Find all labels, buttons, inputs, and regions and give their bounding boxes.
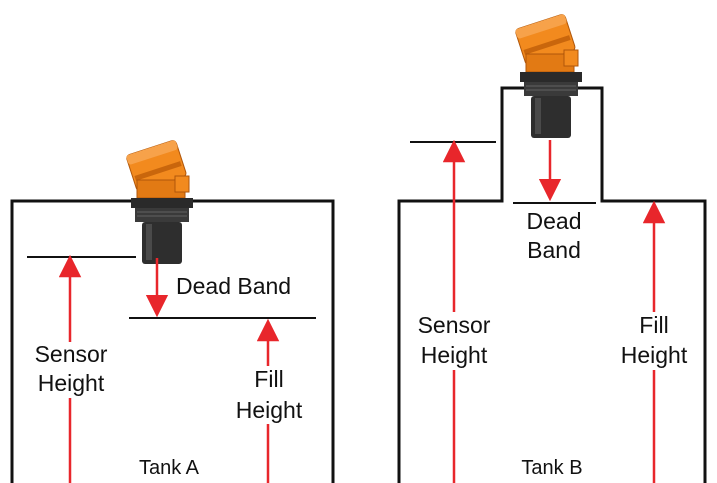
tank-a-dead-band-label: Dead Band bbox=[176, 273, 291, 299]
tank-b: Dead Band Sensor Height Fill Height Tank… bbox=[397, 12, 707, 483]
tank-b-sensor-height-label-line1: Sensor bbox=[418, 312, 491, 338]
tank-b-outline bbox=[397, 86, 707, 483]
tank-b-fill-height-label-line2: Height bbox=[621, 342, 688, 368]
tank-a-fill-height-label-line1: Fill bbox=[254, 366, 283, 392]
tank-b-dead-band-label-line1: Dead bbox=[527, 208, 582, 234]
tank-a-fill-height-label-line2: Height bbox=[236, 397, 303, 423]
tank-a-sensor-height-label-line2: Height bbox=[38, 370, 105, 396]
tank-a-name: Tank A bbox=[139, 457, 200, 479]
tank-b-sensor-icon bbox=[514, 12, 583, 139]
tank-a-sensor-height-label-line1: Sensor bbox=[35, 341, 108, 367]
tank-b-fill-height-label-line1: Fill bbox=[639, 312, 668, 338]
tank-a-sensor-icon bbox=[125, 138, 194, 265]
tank-b-name: Tank B bbox=[521, 457, 582, 479]
tank-b-sensor-height-label-line2: Height bbox=[421, 342, 488, 368]
tank-a: Dead Band Sensor Height Fill Height Tank… bbox=[10, 138, 335, 483]
tank-b-dead-band-label-line2: Band bbox=[527, 237, 581, 263]
